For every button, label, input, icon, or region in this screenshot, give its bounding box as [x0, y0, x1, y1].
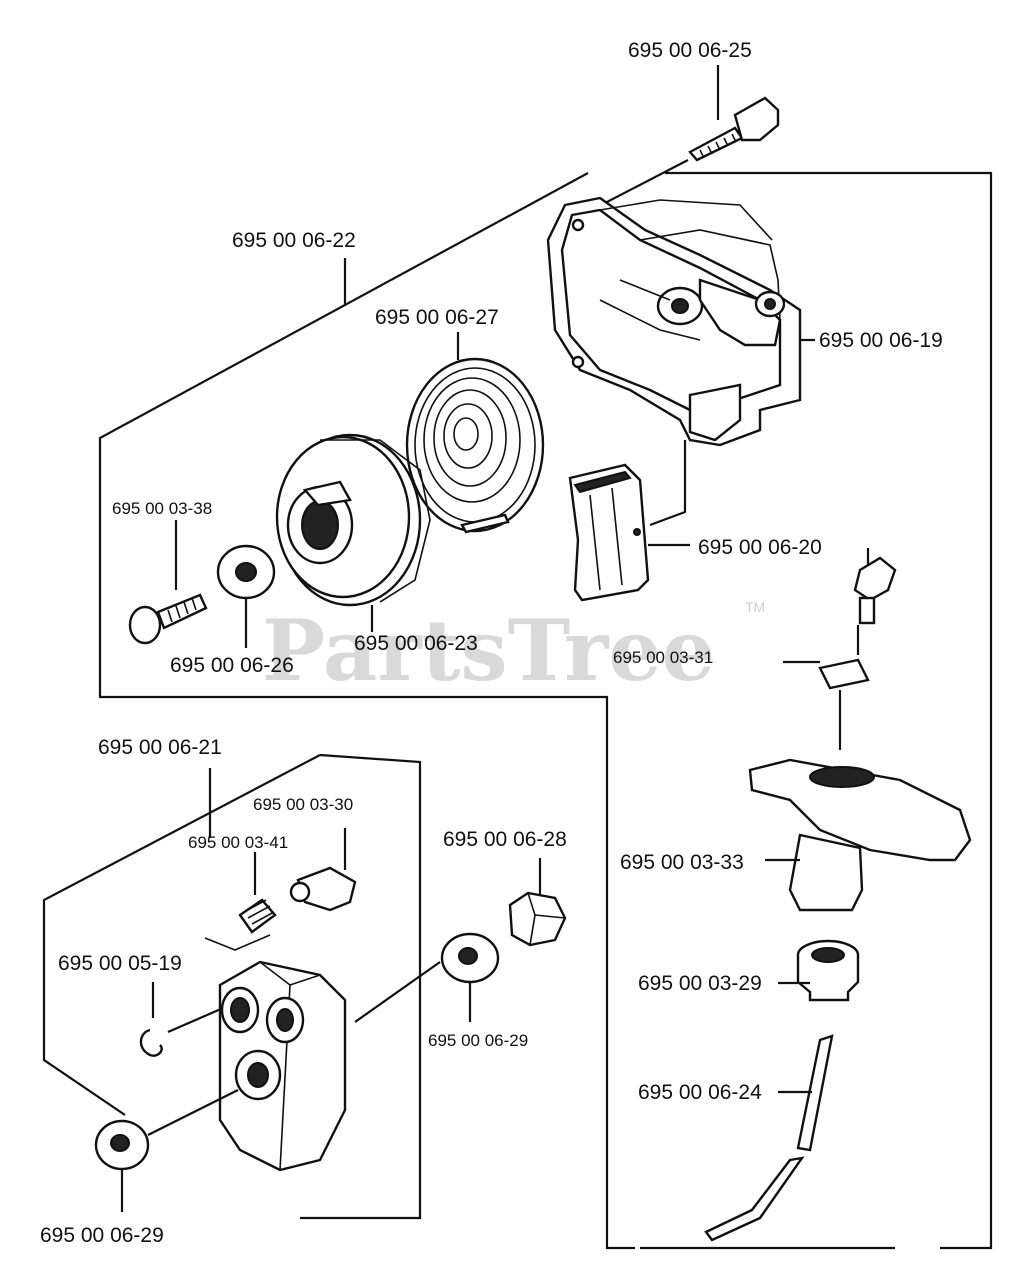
label-695-00-06-23: 695 00 06-23	[354, 632, 478, 655]
watermark-text: PartsTree	[262, 601, 715, 700]
bracket-upper-assembly	[98, 172, 635, 1250]
label-695-00-03-29: 695 00 03-29	[638, 972, 762, 995]
label-695-00-03-41: 695 00 03-41	[188, 833, 288, 852]
starter-handle-03-33	[748, 690, 972, 912]
label-695-00-06-28: 695 00 06-28	[443, 828, 567, 851]
watermark-trademark: TM	[745, 599, 765, 615]
label-695-00-03-33: 695 00 03-33	[620, 851, 744, 874]
pawl-spring-03-41	[204, 852, 277, 951]
pulley-06-23	[275, 433, 431, 632]
starter-housing-06-19	[546, 196, 802, 447]
label-695-00-06-24: 695 00 06-24	[638, 1081, 762, 1104]
label-695-00-05-19: 695 00 05-19	[58, 952, 182, 975]
clip-05-19	[139, 982, 231, 1057]
label-695-00-06-22: 695 00 06-22	[232, 229, 356, 252]
screw-06-25	[604, 65, 780, 204]
pawl-03-30	[289, 828, 357, 912]
label-695-00-06-27: 695 00 06-27	[375, 306, 499, 329]
label-695-00-06-25: 695 00 06-25	[628, 39, 752, 62]
label-695-00-06-21: 695 00 06-21	[98, 736, 222, 759]
label-695-00-06-26: 695 00 06-26	[170, 654, 294, 677]
friction-plate-06-20	[568, 440, 690, 602]
washer-06-26	[216, 544, 276, 648]
starter-rope-06-24	[704, 1034, 834, 1242]
washer-06-29-right	[354, 932, 500, 1023]
recoil-spring-06-27	[405, 332, 545, 534]
washer-06-29-bottom	[94, 1119, 150, 1212]
bushing-03-29	[778, 939, 860, 1002]
pawl-carrier	[147, 960, 347, 1172]
label-695-00-03-38: 695 00 03-38	[112, 499, 212, 518]
rope-guide-03-31	[783, 548, 897, 690]
bracket-right-housing	[640, 171, 993, 1250]
label-695-00-06-29-right: 695 00 06-29	[428, 1031, 528, 1050]
screw-03-38	[128, 520, 208, 645]
label-695-00-06-19: 695 00 06-19	[819, 329, 943, 352]
label-695-00-03-31: 695 00 03-31	[613, 648, 713, 667]
label-695-00-06-20: 695 00 06-20	[698, 536, 822, 559]
label-695-00-03-30: 695 00 03-30	[253, 795, 353, 814]
nut-06-28	[508, 858, 567, 947]
label-695-00-06-29-bottom: 695 00 06-29	[40, 1224, 164, 1247]
bracket-lower-assembly	[42, 753, 422, 1220]
